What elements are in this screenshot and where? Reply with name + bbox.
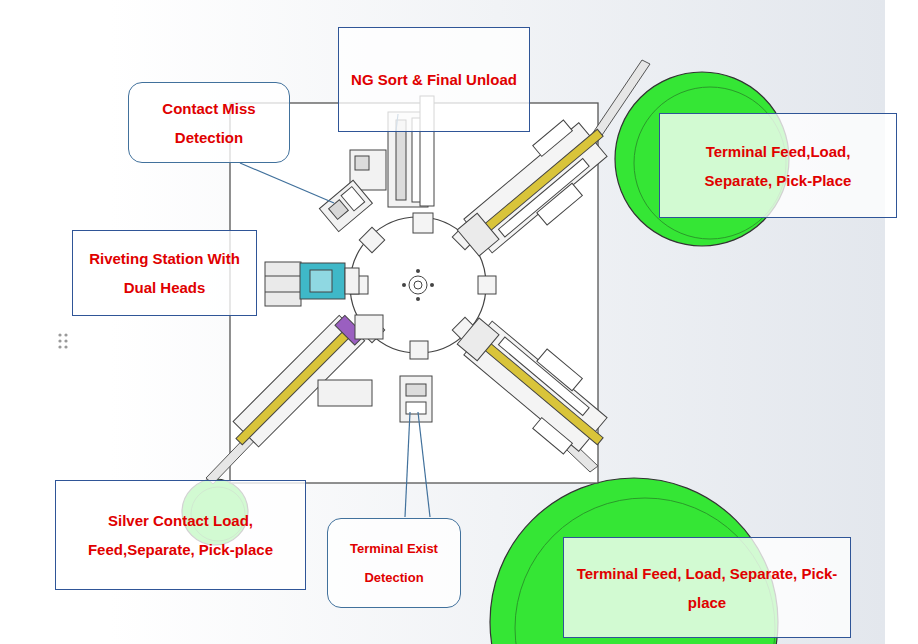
top-station — [396, 120, 406, 200]
rotary-dial — [409, 276, 427, 294]
callout-rounded-box: Contact Miss Detection — [128, 82, 290, 163]
bottom-station — [400, 376, 432, 422]
callout-box: Terminal Feed, Load, Separate, Pick-plac… — [563, 537, 851, 638]
rotary-dial — [402, 283, 406, 287]
terminal-feeder-lower — [447, 303, 624, 467]
callout-box: Terminal Feed,Load, Separate, Pick-Place — [659, 113, 897, 218]
contact-miss-sensor — [329, 200, 349, 220]
contact-miss-sensor — [341, 187, 365, 211]
drag-handle — [64, 345, 67, 348]
rotary-dial — [478, 276, 496, 294]
callout-text: Terminal Feed,Load, Separate, Pick-Place — [670, 137, 886, 195]
leader-line — [240, 114, 430, 517]
riveting-station — [345, 268, 359, 294]
bottom-station — [400, 376, 432, 422]
callout-text: Terminal Feed, Load, Separate, Pick-plac… — [574, 559, 840, 617]
leader-line — [418, 412, 430, 517]
terminal-feeder-lower — [498, 337, 589, 415]
terminal-feeder-upper — [498, 159, 589, 237]
rotary-dial — [416, 297, 420, 301]
callout-text: Riveting Station With Dual Heads — [83, 244, 246, 302]
callout-text: Contact Miss Detection — [139, 94, 279, 152]
terminal-feeder-upper — [537, 183, 583, 225]
leader-line — [240, 163, 334, 203]
rotary-dial — [414, 281, 422, 289]
callout-box: Silver Contact Load, Feed,Separate, Pick… — [55, 480, 306, 590]
terminal-feeder-lower — [537, 349, 583, 391]
rotary-dial — [410, 341, 428, 359]
silver-contact-feeder — [226, 313, 383, 454]
bottom-station — [406, 402, 426, 414]
terminal-feeder-upper — [533, 120, 573, 156]
callout-text: NG Sort & Final Unload — [351, 65, 517, 94]
callout-box: NG Sort & Final Unload — [338, 27, 530, 132]
riveting-station — [265, 262, 359, 306]
rotary-dial — [413, 213, 433, 233]
top-station — [355, 156, 369, 170]
riveting-station — [265, 262, 301, 306]
contact-miss-sensor — [319, 180, 372, 231]
riveting-station — [300, 263, 345, 299]
callout-box: Riveting Station With Dual Heads — [72, 230, 257, 316]
callout-text: Terminal Exist Detection — [338, 534, 450, 592]
silver-contact-feeder — [355, 315, 383, 339]
drag-handle — [64, 333, 67, 336]
terminal-feeder-lower — [457, 318, 499, 361]
leader-line — [405, 412, 410, 517]
rotary-dial — [430, 283, 434, 287]
drag-handle — [64, 339, 67, 342]
bottom-station — [406, 384, 426, 396]
drag-handle — [58, 339, 61, 342]
riveting-station — [265, 292, 301, 293]
callout-text: Silver Contact Load, Feed,Separate, Pick… — [66, 506, 295, 564]
rotary-dial — [359, 227, 384, 252]
riveting-station — [265, 276, 301, 277]
contact-miss-sensor — [319, 180, 372, 231]
drag-handle — [58, 333, 67, 348]
silver-contact-feeder — [318, 380, 372, 406]
riveting-station — [310, 270, 332, 292]
drag-handle — [58, 345, 61, 348]
callout-rounded-box: Terminal Exist Detection — [327, 518, 461, 608]
drag-handle — [58, 333, 61, 336]
rotary-dial — [416, 269, 420, 273]
terminal-feeder-upper — [457, 213, 499, 256]
terminal-feeder-lower — [533, 418, 573, 454]
